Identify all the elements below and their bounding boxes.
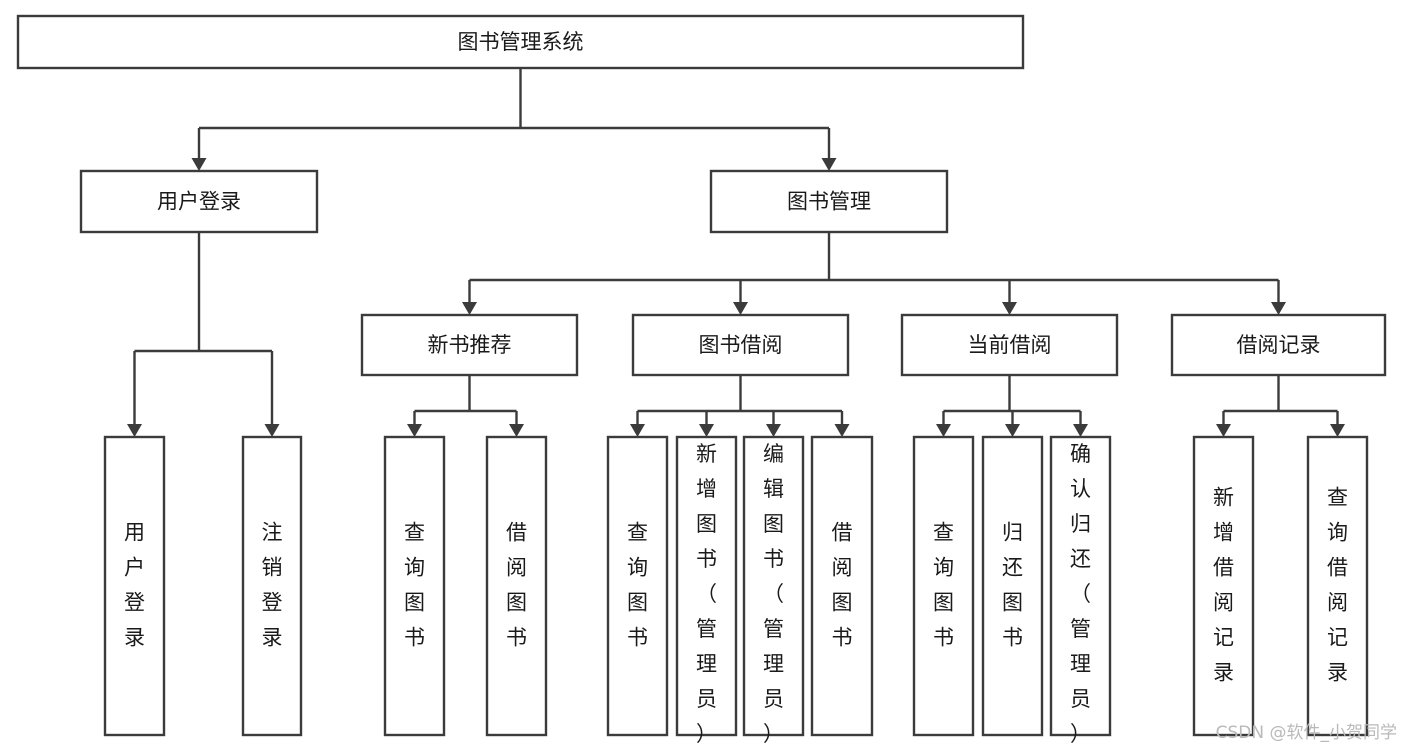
node-box xyxy=(383,435,446,737)
arrow-head-icon xyxy=(1002,302,1017,315)
arrow-head-icon xyxy=(1330,424,1345,437)
node-label: 图书管理系统 xyxy=(458,30,584,54)
node-box xyxy=(981,435,1044,737)
node-box xyxy=(241,435,303,737)
arrow-head-icon xyxy=(509,424,524,437)
node-label: 用户登录 xyxy=(157,190,241,214)
arrow-head-icon xyxy=(630,424,645,437)
node-leaf-logout[interactable]: 注销登录 xyxy=(241,435,303,737)
node-box xyxy=(742,435,805,737)
arrow-head-icon xyxy=(936,424,951,437)
node-label: 确认归还（管理员） xyxy=(1070,442,1091,746)
node-label: 借阅图书 xyxy=(832,521,853,650)
node-label: 借阅图书 xyxy=(506,521,527,650)
node-label: 查询图书 xyxy=(627,521,648,650)
node-leaf-add-book[interactable]: 新增图书（管理员） xyxy=(675,435,738,746)
node-box xyxy=(709,169,949,234)
node-label: 编辑图书（管理员） xyxy=(763,442,784,746)
arrow-head-icon xyxy=(191,158,207,171)
node-leaf-edit-book[interactable]: 编辑图书（管理员） xyxy=(742,435,805,746)
arrow-head-icon xyxy=(766,424,781,437)
node-box xyxy=(631,313,850,377)
arrow-head-icon xyxy=(733,302,748,315)
arrow-head-icon xyxy=(1271,302,1286,315)
node-leaf-confirm-return[interactable]: 确认归还（管理员） xyxy=(1049,435,1112,746)
node-box xyxy=(1192,435,1255,737)
node-leaf-query-book-3[interactable]: 查询图书 xyxy=(912,435,975,737)
node-label: 借阅记录 xyxy=(1237,333,1321,357)
arrow-head-icon xyxy=(699,424,714,437)
arrow-head-icon xyxy=(834,424,850,437)
node-user-login[interactable]: 用户登录 xyxy=(79,169,319,234)
node-leaf-query-book-1[interactable]: 查询图书 xyxy=(383,435,446,737)
connector-layer xyxy=(127,68,1345,437)
node-leaf-borrow-book-1[interactable]: 借阅图书 xyxy=(485,435,548,737)
node-box xyxy=(900,313,1119,377)
arrow-head-icon xyxy=(821,158,837,171)
edge-group-book-manage xyxy=(462,232,1286,315)
node-layer: 图书管理系统用户登录图书管理新书推荐图书借阅当前借阅借阅记录用户登录注销登录查询… xyxy=(16,14,1387,746)
node-leaf-user-login[interactable]: 用户登录 xyxy=(103,435,166,737)
node-box xyxy=(1306,435,1369,737)
node-book-borrow[interactable]: 图书借阅 xyxy=(631,313,850,377)
node-box xyxy=(485,435,548,737)
node-box xyxy=(1170,313,1387,377)
node-leaf-query-record[interactable]: 查询借阅记录 xyxy=(1306,435,1369,737)
node-label: 新增借阅记录 xyxy=(1213,486,1234,685)
edge-group-user-login xyxy=(127,232,280,437)
node-label: 新书推荐 xyxy=(428,333,512,357)
node-box xyxy=(810,435,874,737)
node-box xyxy=(16,14,1025,70)
node-box xyxy=(103,435,166,737)
node-box xyxy=(912,435,975,737)
node-box xyxy=(360,313,579,377)
node-label: 新增图书（管理员） xyxy=(696,442,717,746)
edge-group-book-borrow xyxy=(630,375,850,437)
node-new-book-recommend[interactable]: 新书推荐 xyxy=(360,313,579,377)
arrow-head-icon xyxy=(462,302,477,315)
edge-group-borrow-record xyxy=(1216,375,1345,437)
edge-group-current-borrow xyxy=(936,375,1088,437)
node-book-manage[interactable]: 图书管理 xyxy=(709,169,949,234)
node-label: 图书借阅 xyxy=(699,333,783,357)
node-leaf-query-book-2[interactable]: 查询图书 xyxy=(606,435,669,737)
arrow-head-icon xyxy=(1073,424,1088,437)
node-label: 查询图书 xyxy=(933,521,954,650)
node-leaf-add-record[interactable]: 新增借阅记录 xyxy=(1192,435,1255,737)
node-root[interactable]: 图书管理系统 xyxy=(16,14,1025,70)
node-label: 图书管理 xyxy=(787,190,871,214)
node-box xyxy=(79,169,319,234)
node-leaf-borrow-book-2[interactable]: 借阅图书 xyxy=(810,435,874,737)
edge-group-new-book-recommend xyxy=(407,375,524,437)
arrow-head-icon xyxy=(1216,424,1231,437)
node-label: 查询借阅记录 xyxy=(1327,486,1348,685)
node-box xyxy=(1049,435,1112,737)
arrow-head-icon xyxy=(127,424,142,437)
arrow-head-icon xyxy=(407,424,422,437)
arrow-head-icon xyxy=(264,424,280,437)
node-borrow-record[interactable]: 借阅记录 xyxy=(1170,313,1387,377)
node-label: 查询图书 xyxy=(404,521,425,650)
node-label: 用户登录 xyxy=(124,521,145,650)
node-label: 当前借阅 xyxy=(968,333,1052,357)
node-current-borrow[interactable]: 当前借阅 xyxy=(900,313,1119,377)
node-box xyxy=(606,435,669,737)
edge-group-root xyxy=(191,68,837,171)
node-label: 归还图书 xyxy=(1002,521,1023,650)
node-box xyxy=(675,435,738,737)
node-leaf-return-book[interactable]: 归还图书 xyxy=(981,435,1044,737)
node-label: 注销登录 xyxy=(262,521,283,650)
arrow-head-icon xyxy=(1005,424,1020,437)
